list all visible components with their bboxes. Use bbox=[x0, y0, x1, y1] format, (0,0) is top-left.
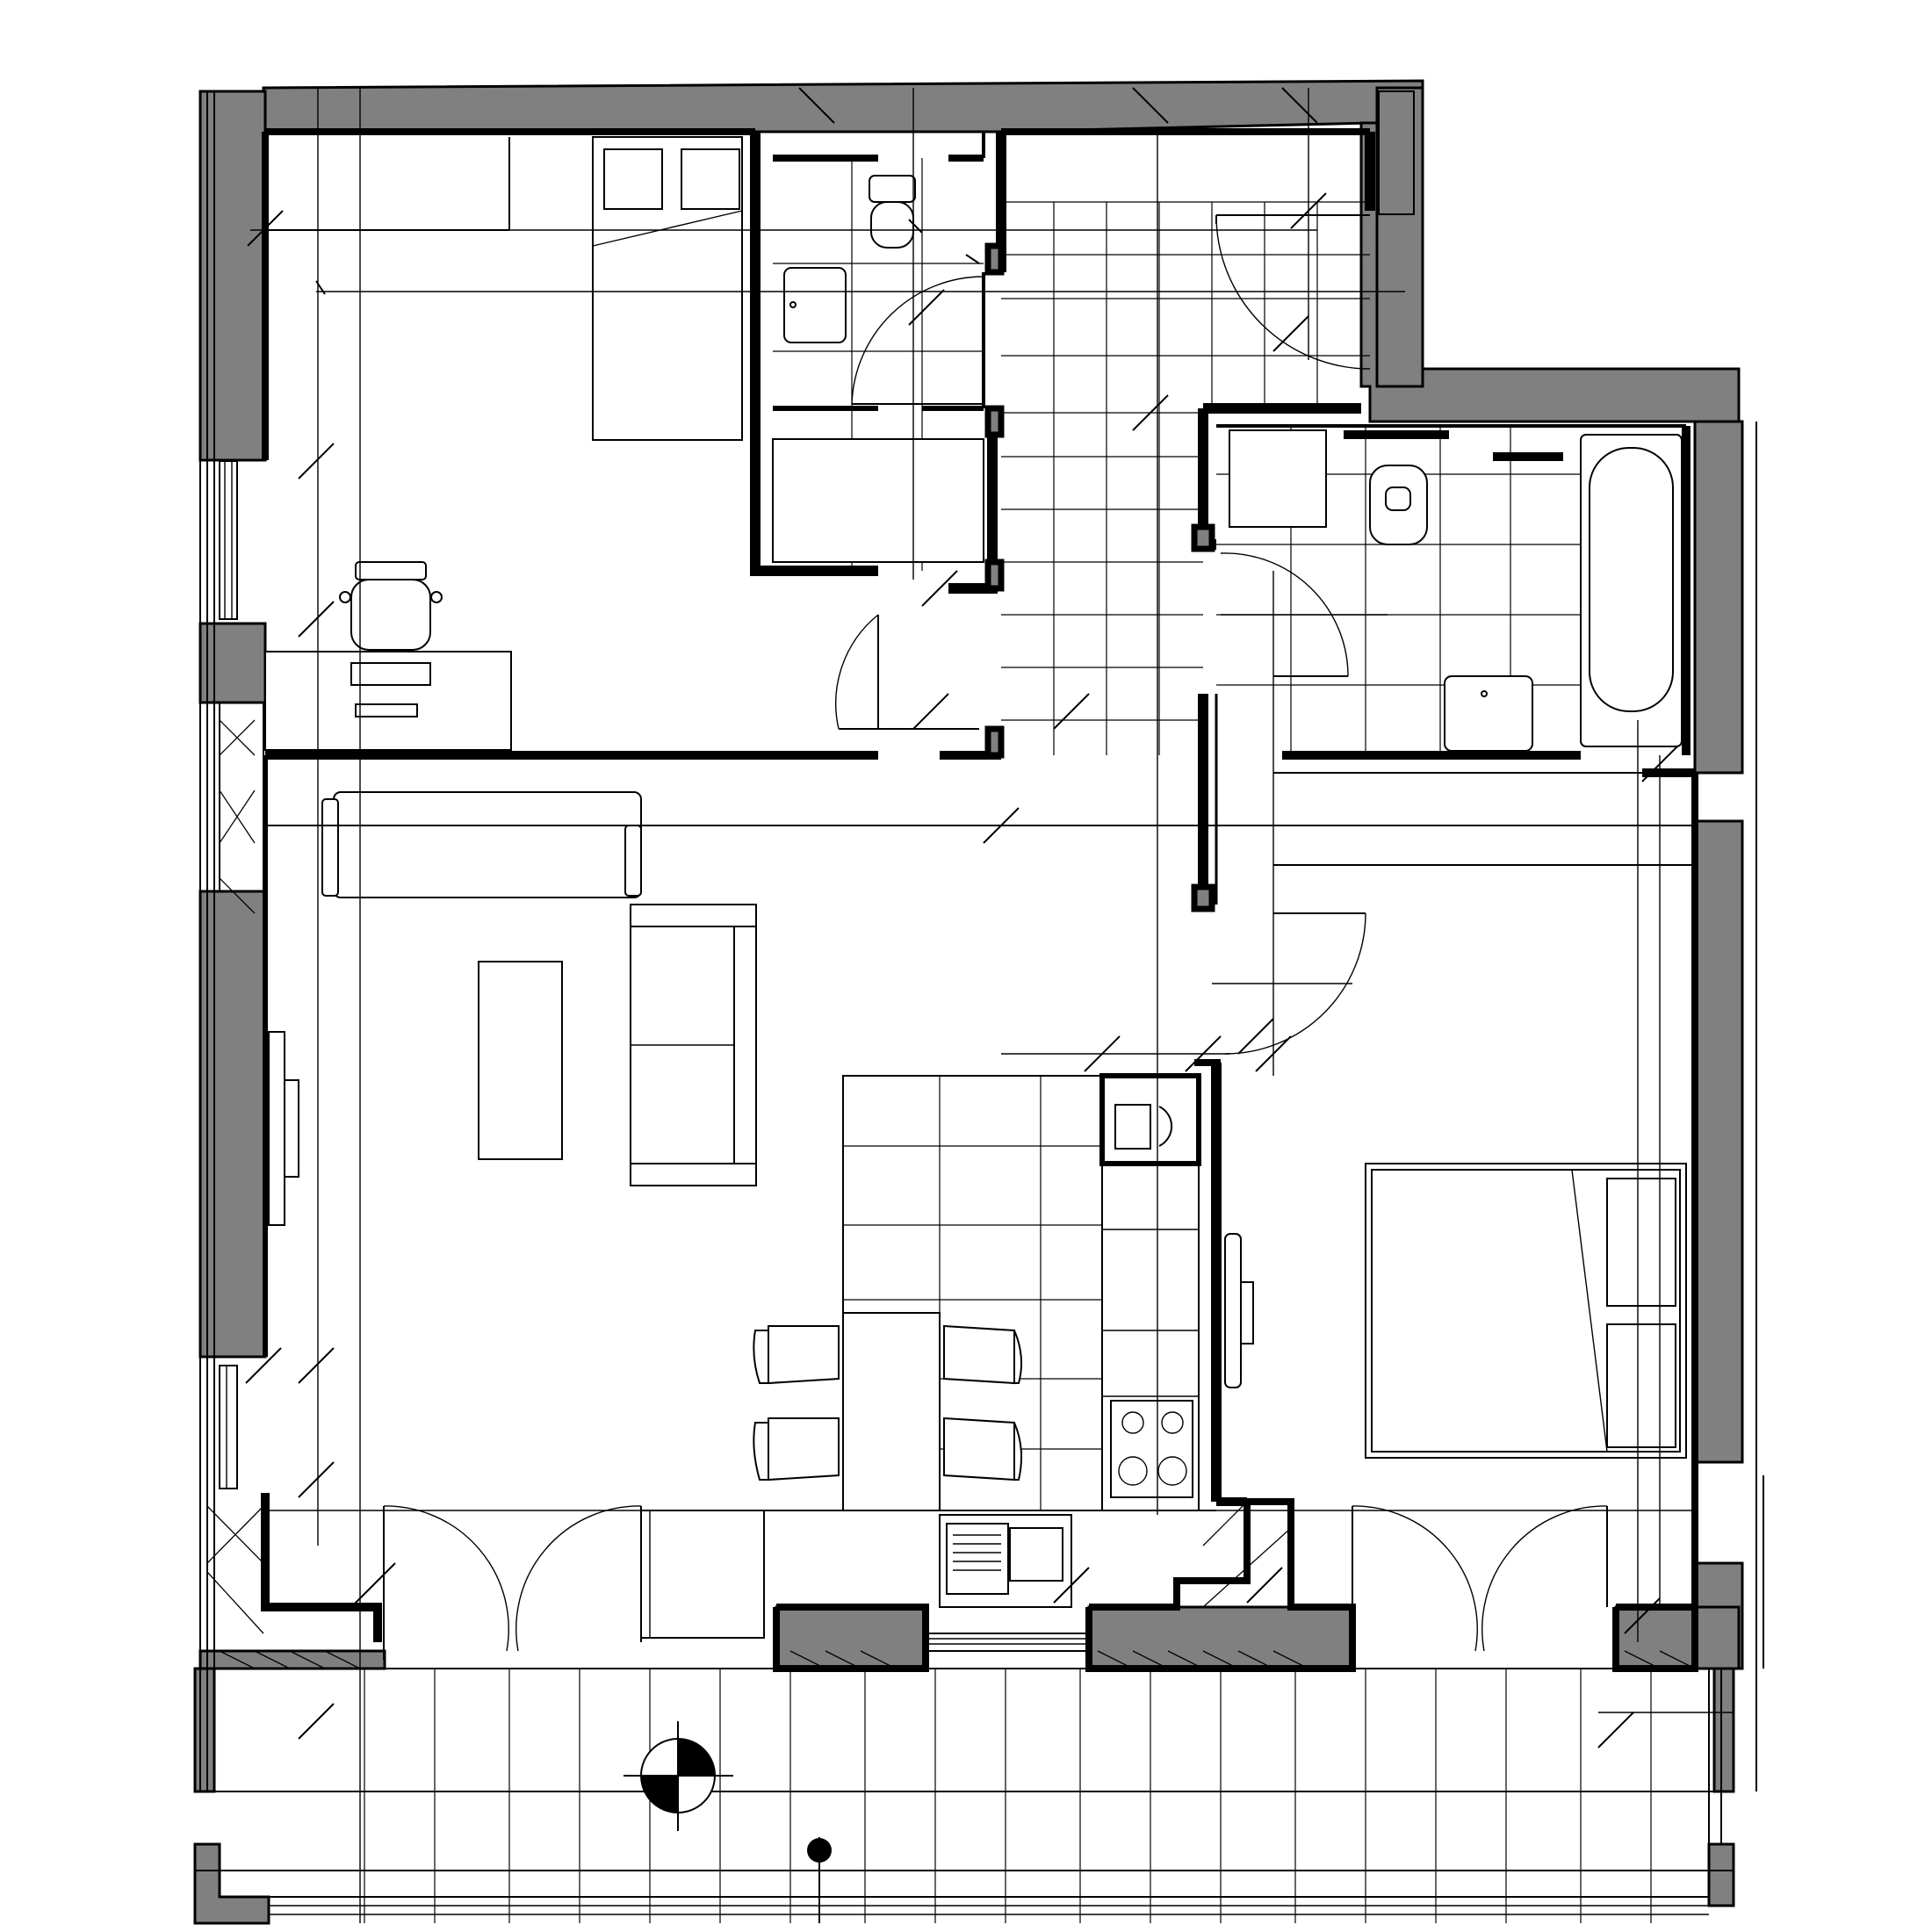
fridge bbox=[1099, 1073, 1201, 1166]
drafting-lines bbox=[245, 87, 1734, 1923]
tv-unit-bedroom bbox=[1224, 1233, 1254, 1388]
double-bed bbox=[1365, 1163, 1687, 1459]
bed-north bbox=[592, 136, 743, 441]
balcony-wall-west bbox=[193, 1667, 216, 1793]
chair-north bbox=[339, 561, 443, 651]
window-hall-north bbox=[1378, 90, 1415, 215]
window-north-bedroom bbox=[219, 460, 238, 620]
cooktop bbox=[1110, 1400, 1193, 1498]
bedroom-wardrobe-line bbox=[1273, 772, 1695, 866]
bath-washer bbox=[1229, 429, 1327, 528]
dining-chairs bbox=[753, 1324, 1023, 1481]
west-wall-mid bbox=[198, 622, 267, 704]
wall-hatching bbox=[206, 719, 1696, 1669]
coffee-table bbox=[478, 961, 563, 1160]
tv-unit-living bbox=[268, 1031, 299, 1226]
west-wall-lower bbox=[198, 890, 267, 1359]
wc-tiles bbox=[772, 158, 984, 571]
north-wall bbox=[262, 79, 1424, 133]
exterior-walls bbox=[193, 79, 1744, 1925]
wc-toilet bbox=[869, 175, 916, 249]
window-living-west bbox=[219, 702, 264, 892]
south-wall-kitchen bbox=[775, 1605, 927, 1670]
desk-north bbox=[264, 651, 512, 751]
north-arrow-symbol bbox=[624, 1721, 733, 1831]
facade-lines bbox=[199, 91, 1764, 1791]
bath-shower-tray bbox=[1444, 675, 1533, 752]
dining-table bbox=[842, 1312, 941, 1511]
sink bbox=[939, 1514, 1072, 1608]
interior-walls bbox=[261, 128, 1698, 1672]
balcony-post-east bbox=[1707, 1842, 1735, 1907]
wc-shower bbox=[783, 267, 847, 343]
south-wall-west bbox=[198, 1649, 386, 1670]
west-wall-upper bbox=[198, 90, 267, 462]
balcony-post-west bbox=[193, 1842, 270, 1925]
south-wall-mid bbox=[1087, 1605, 1354, 1670]
pillars bbox=[984, 242, 1215, 912]
section-marker-symbol bbox=[807, 1837, 832, 1923]
window-living-west-lower bbox=[219, 1365, 238, 1489]
balcony bbox=[195, 1668, 1734, 1923]
sofa bbox=[630, 904, 757, 1186]
east-wall-lower bbox=[1693, 819, 1744, 1464]
bath-toilet bbox=[1369, 465, 1428, 545]
bathtub bbox=[1580, 434, 1683, 747]
east-upper-wall bbox=[1375, 86, 1424, 388]
east-wall-upper bbox=[1693, 420, 1744, 775]
windows bbox=[219, 90, 1415, 1489]
balcony-wall-east bbox=[1712, 1667, 1735, 1793]
kitchen-south-counter bbox=[640, 1510, 940, 1639]
wardrobe-living bbox=[265, 791, 1695, 898]
wardrobe-north bbox=[265, 137, 510, 231]
